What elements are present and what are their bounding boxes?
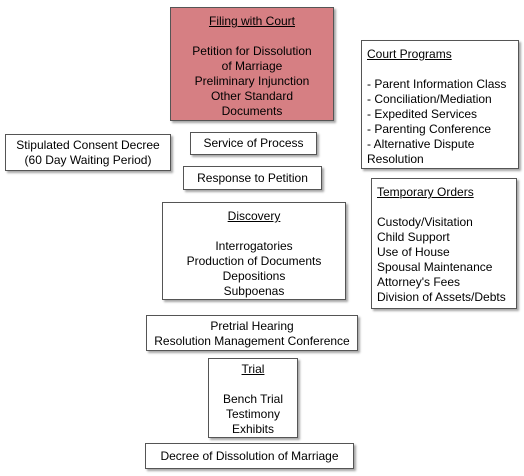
trial-title: Trial bbox=[241, 362, 265, 376]
trial-item: Bench Trial bbox=[222, 392, 284, 406]
temporary-orders-title: Temporary Orders bbox=[377, 185, 474, 199]
stipulated-line: Stipulated Consent Decree bbox=[16, 138, 160, 152]
court-program-item: - Alternative Dispute bbox=[367, 137, 475, 151]
filing-line: Preliminary Injunction bbox=[194, 74, 310, 88]
filing-line: Documents bbox=[221, 104, 283, 118]
response-to-petition-box: Response to Petition bbox=[183, 166, 322, 190]
response-label: Response to Petition bbox=[197, 171, 308, 185]
court-program-item: - Expedited Services bbox=[367, 107, 478, 121]
temporary-order-item: Custody/Visitation bbox=[377, 215, 473, 229]
trial-item: Exhibits bbox=[231, 422, 275, 436]
temporary-order-item: Use of House bbox=[377, 245, 450, 259]
discovery-item: Production of Documents bbox=[186, 254, 322, 268]
temporary-order-item: Attorney's Fees bbox=[377, 275, 460, 289]
court-program-item: - Conciliation/Mediation bbox=[367, 92, 492, 106]
decree-of-dissolution-box: Decree of Dissolution of Marriage bbox=[145, 443, 354, 469]
decree-label: Decree of Dissolution of Marriage bbox=[160, 449, 339, 463]
temporary-orders-box: Temporary Orders Custody/Visitation Chil… bbox=[371, 178, 517, 309]
pretrial-line: Resolution Management Conference bbox=[154, 334, 350, 348]
pretrial-hearing-box: Pretrial Hearing Resolution Management C… bbox=[146, 315, 358, 351]
service-label: Service of Process bbox=[203, 136, 304, 150]
filing-line: Other Standard bbox=[210, 89, 294, 103]
temporary-order-item: Child Support bbox=[377, 230, 450, 244]
discovery-item: Depositions bbox=[222, 269, 286, 283]
trial-item: Testimony bbox=[225, 407, 281, 421]
pretrial-line: Pretrial Hearing bbox=[210, 319, 294, 333]
court-program-item: - Parent Information Class bbox=[367, 77, 507, 91]
filing-title: Filing with Court bbox=[208, 14, 296, 28]
discovery-box: Discovery Interrogatories Production of … bbox=[162, 202, 346, 300]
court-program-item: - Parenting Conference bbox=[367, 122, 492, 136]
filing-with-court-box: Filing with Court Petition for Dissoluti… bbox=[170, 7, 334, 121]
discovery-item: Interrogatories bbox=[215, 239, 293, 253]
trial-box: Trial Bench Trial Testimony Exhibits bbox=[208, 358, 298, 438]
temporary-order-item: Division of Assets/Debts bbox=[377, 290, 506, 304]
discovery-item: Subpoenas bbox=[223, 284, 285, 298]
temporary-order-item: Spousal Maintenance bbox=[377, 260, 493, 274]
court-program-item: Resolution bbox=[367, 152, 424, 166]
court-programs-title: Court Programs bbox=[367, 47, 452, 61]
service-of-process-box: Service of Process bbox=[190, 132, 317, 155]
filing-line: of Marriage bbox=[221, 59, 283, 73]
filing-line: Petition for Dissolution bbox=[192, 44, 312, 58]
stipulated-consent-decree-box: Stipulated Consent Decree (60 Day Waitin… bbox=[5, 134, 171, 171]
stipulated-line: (60 Day Waiting Period) bbox=[24, 153, 152, 167]
court-programs-box: Court Programs - Parent Information Clas… bbox=[361, 40, 519, 169]
discovery-title: Discovery bbox=[227, 209, 281, 223]
